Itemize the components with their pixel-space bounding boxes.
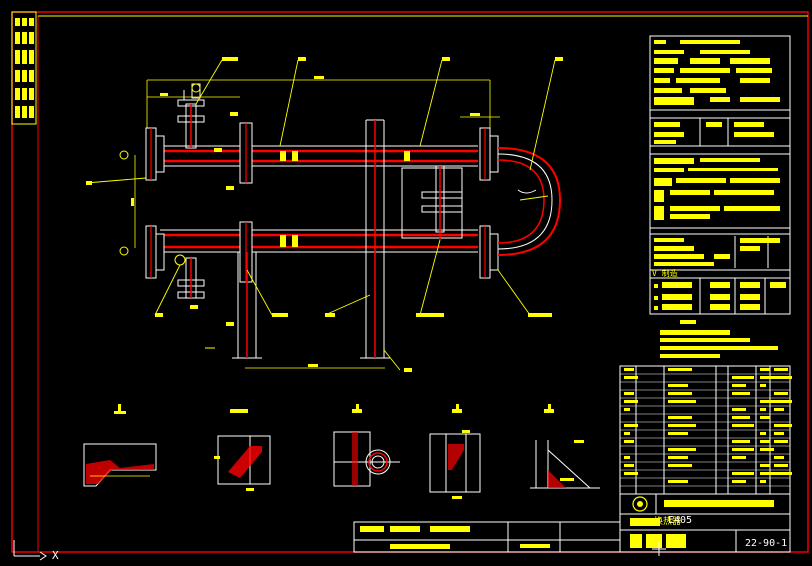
equipment-code: E405: [668, 515, 693, 526]
detail-views: [83, 404, 600, 499]
crosshair-cursor: [652, 542, 666, 556]
technical-notes: [660, 320, 778, 358]
ucs-icon: [13, 540, 47, 561]
title-block: [353, 493, 791, 553]
parts-list: [619, 365, 792, 495]
spec-table-header: V 制造: [652, 269, 678, 278]
spec-table: [649, 35, 791, 315]
drawing-number: 22-90-1: [745, 538, 788, 549]
ucs-x-label: X: [52, 549, 59, 562]
main-view: [85, 57, 563, 372]
margin-stamp: [15, 18, 34, 118]
equipment-name: 换热器: [654, 517, 682, 527]
